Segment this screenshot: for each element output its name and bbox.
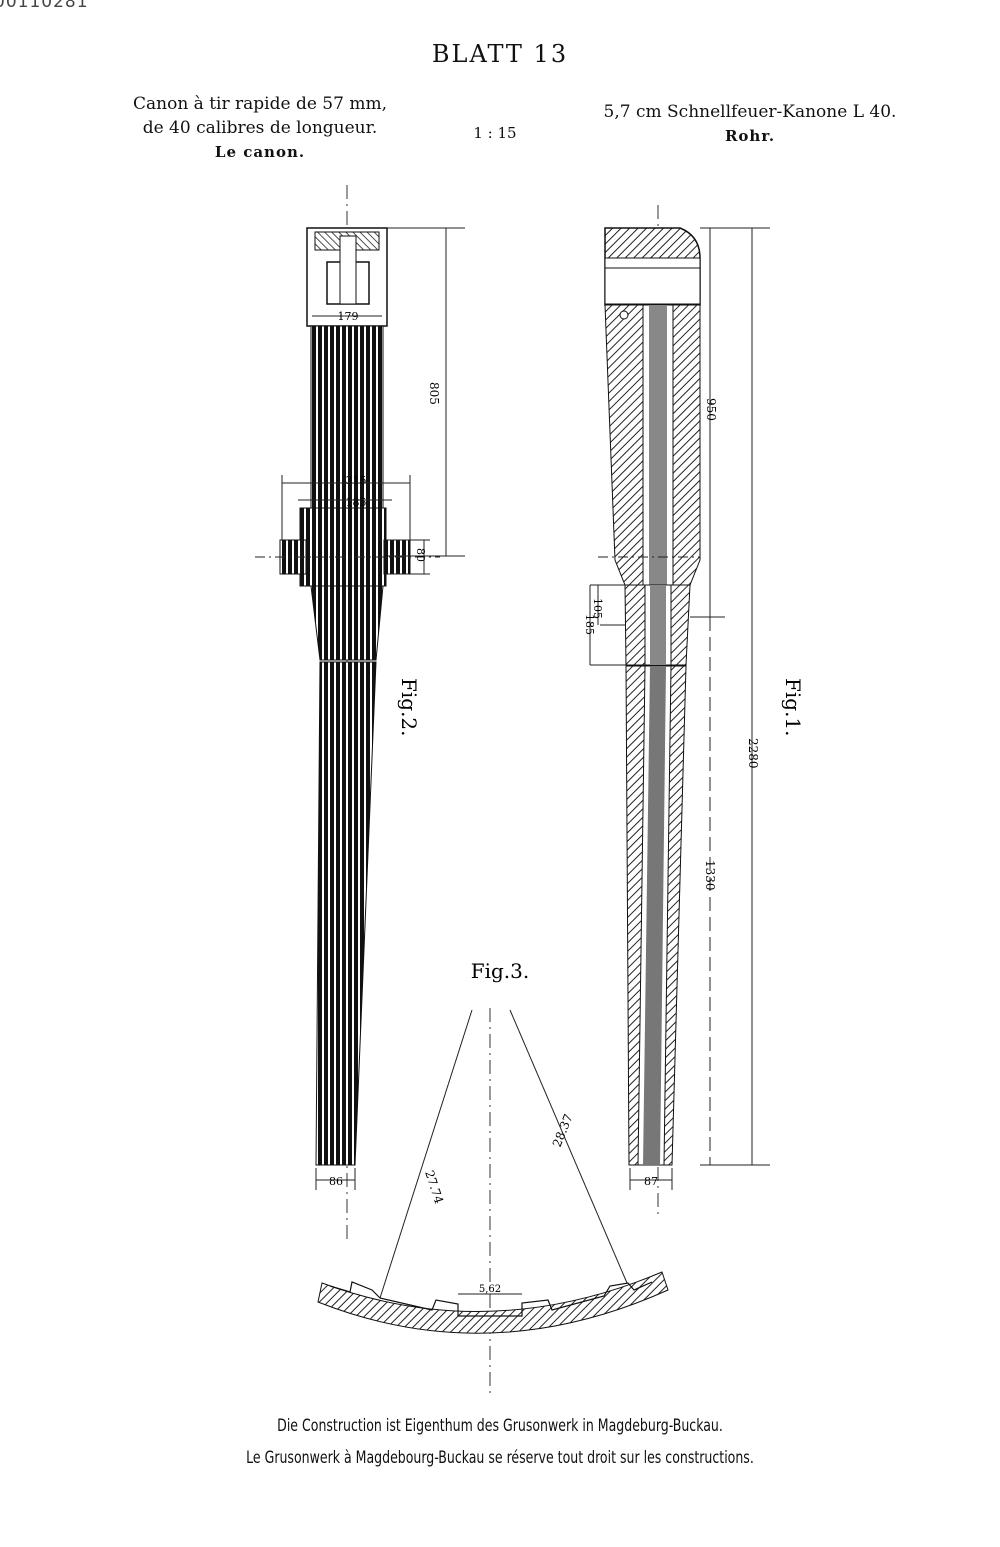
dim-fig2-805: 805 [427,382,441,405]
fig3-label: Fig.3. [471,959,530,983]
fig3-rifling-detail [317,1008,669,1395]
german-title-block: 5,7 cm Schnellfeuer-Kanone L 40. Rohr. [570,100,930,148]
dim-fig1-105: 105 [591,598,604,619]
dim-fig1-muzzle: 87 [644,1175,658,1188]
fig2-label: Fig.2. [397,678,421,737]
scale-label: 1 : 15 [473,124,517,142]
dim-fig2-trunnion-span: 315 [346,474,367,487]
french-title-line1: Canon à tir rapide de 57 mm, [133,94,387,114]
dim-fig1-1330: 1330 [703,860,717,891]
dim-fig2-breech: 179 [338,310,359,323]
caption-line-french: Le Grusonwerk à Magdebourg-Buckau se rés… [246,1448,754,1468]
dim-fig3-radius-right: 28.37 [550,1112,576,1149]
fig1-label: Fig.1. [781,678,805,737]
french-title-block: Canon à tir rapide de 57 mm, de 40 calib… [95,92,425,164]
fig2-barrel-exterior [279,185,411,1240]
caption-line-german: Die Construction ist Eigenthum des Gruso… [277,1416,723,1436]
dim-fig3-groove: 5,62 [479,1284,501,1295]
plate-title: BLATT 13 [431,40,569,68]
dim-fig3-radius-left: 27.74 [422,1169,446,1206]
fig2-dimensions [255,227,465,1190]
german-subtitle: Rohr. [724,127,776,145]
dim-fig2-muzzle: 86 [329,1175,343,1188]
dim-fig1-950: 950 [704,398,718,421]
german-title-line1: 5,7 cm Schnellfeuer-Kanone L 40. [603,102,897,122]
fig1-barrel-section [604,205,701,1215]
ownership-caption: Die Construction ist Eigenthum des Gruso… [90,1410,910,1474]
dim-fig1-2280: 2280 [746,738,760,769]
archive-id: 00110281 [0,0,89,12]
french-title-line2: de 40 calibres de longueur. [142,118,378,138]
french-subtitle: Le canon. [214,143,306,161]
dim-fig1-185: 185 [583,614,596,635]
dim-fig2-trunnion-dia: 80 [414,548,427,562]
fig1-dimensions [589,227,770,1190]
dim-fig2-trunnion-inner: 185 [346,496,367,509]
